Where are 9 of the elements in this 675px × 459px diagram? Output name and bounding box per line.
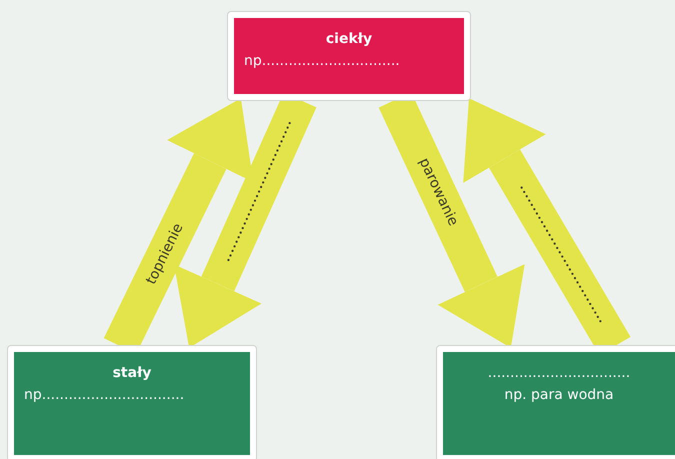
state-heading: stały: [112, 364, 152, 383]
box-text: ................................: [486, 364, 632, 383]
state-box: [228, 12, 470, 100]
box-text: np................................: [24, 386, 186, 405]
state-box: [8, 346, 256, 459]
box-text: np...............................: [244, 52, 401, 71]
state-heading: ciekły: [324, 30, 374, 49]
state-box: [437, 346, 675, 459]
box-text: np. para wodna: [503, 386, 615, 405]
